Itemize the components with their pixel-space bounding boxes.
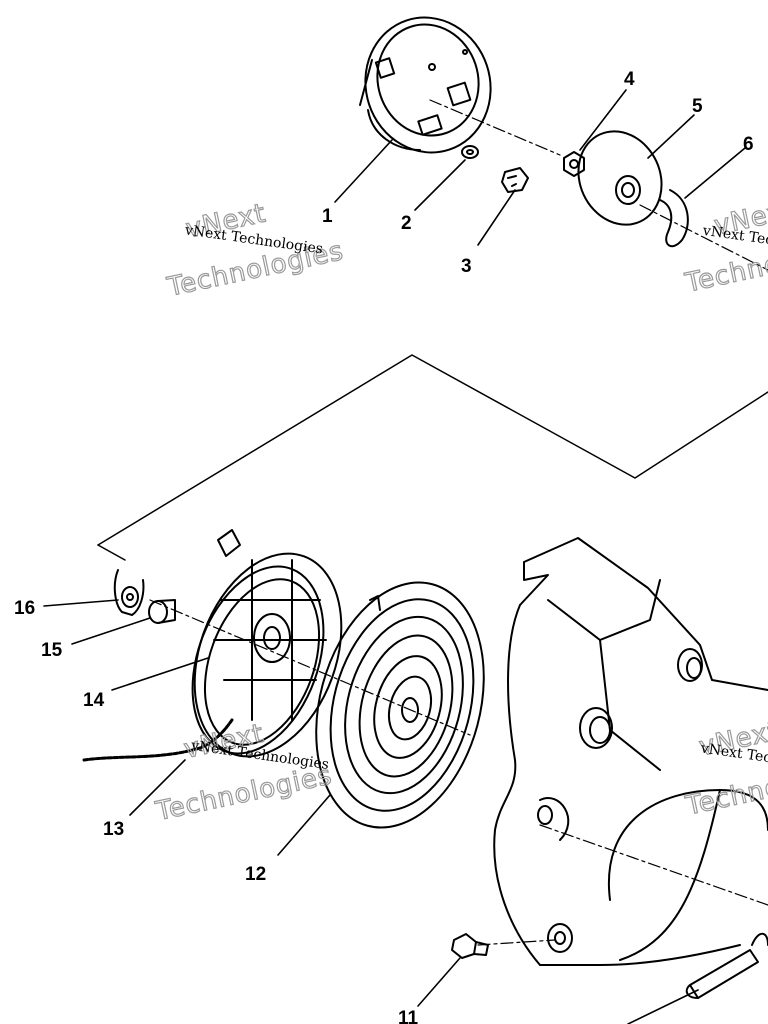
callout-5: 5 bbox=[692, 96, 703, 117]
part-5-plate bbox=[577, 130, 663, 226]
centerline-top bbox=[429, 99, 768, 271]
part-14-pulley bbox=[191, 529, 343, 758]
leader-lines-lower bbox=[43, 599, 699, 1024]
callouts: 1 2 3 4 5 6 16 15 14 13 12 11 bbox=[14, 69, 754, 1024]
callout-16: 16 bbox=[14, 598, 35, 619]
part-3-bolt bbox=[501, 167, 529, 193]
part-11-screw bbox=[451, 933, 489, 959]
callout-14: 14 bbox=[83, 690, 105, 711]
watermark-word: Technologies bbox=[153, 760, 335, 827]
callout-3: 3 bbox=[461, 256, 472, 277]
centerline-lower bbox=[149, 599, 768, 946]
callout-15: 15 bbox=[41, 640, 63, 661]
callout-2: 2 bbox=[401, 213, 412, 234]
starter-housing bbox=[493, 537, 768, 966]
part-12-spring bbox=[315, 581, 485, 829]
callout-1: 1 bbox=[322, 206, 333, 227]
part-13-rope bbox=[82, 718, 234, 762]
leader-lines-top bbox=[334, 89, 746, 246]
part-15-bushing bbox=[148, 599, 176, 624]
part-16-bracket bbox=[113, 569, 145, 616]
watermark-word: Technologies bbox=[683, 755, 768, 822]
callout-12: 12 bbox=[245, 864, 266, 885]
part-1-starter-cup bbox=[359, 16, 492, 154]
callout-6: 6 bbox=[743, 134, 754, 155]
callout-13: 13 bbox=[103, 819, 124, 840]
callout-4: 4 bbox=[624, 69, 635, 90]
part-6-clip bbox=[659, 189, 689, 248]
callout-11: 11 bbox=[398, 1008, 419, 1024]
assembly-outline bbox=[97, 354, 768, 546]
part-2-washer bbox=[461, 145, 479, 159]
starter-handle bbox=[685, 932, 768, 999]
